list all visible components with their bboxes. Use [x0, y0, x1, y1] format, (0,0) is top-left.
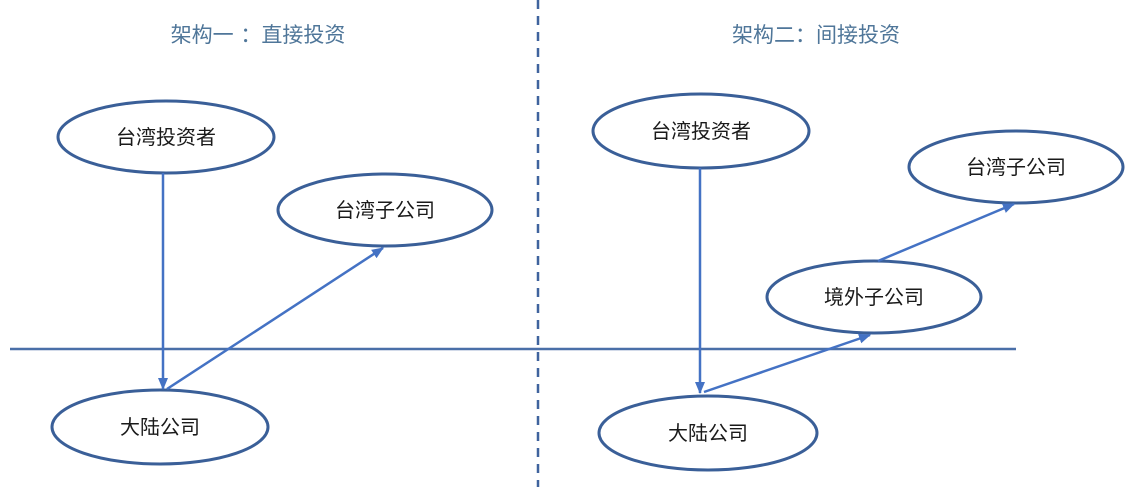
right-node-offshore-subsidiary: 境外子公司	[765, 259, 983, 335]
right-taiwan-investor-label: 台湾投资者	[651, 119, 751, 143]
right-taiwan-subsidiary-label: 台湾子公司	[966, 155, 1066, 179]
left-section-title: 架构一 ：直接投资	[171, 23, 346, 47]
left-taiwan-subsidiary-label: 台湾子公司	[335, 198, 435, 222]
arrow-right-offshore-to-taiwan-subsidiary	[877, 202, 1015, 263]
left-mainland-company-label: 大陆公司	[120, 415, 200, 439]
left-node-taiwan-investor: 台湾投资者	[56, 99, 276, 175]
right-node-taiwan-subsidiary: 台湾子公司	[907, 129, 1125, 205]
right-mainland-company-label: 大陆公司	[668, 421, 748, 445]
right-node-taiwan-investor: 台湾投资者	[591, 92, 811, 170]
arrow-right-mainland-to-offshore	[703, 333, 871, 394]
right-offshore-subsidiary-label: 境外子公司	[824, 285, 924, 309]
left-node-taiwan-subsidiary: 台湾子公司	[276, 172, 494, 248]
right-section-title: 架构二：间接投资	[732, 23, 900, 47]
left-node-mainland-company: 大陆公司	[50, 388, 270, 466]
left-taiwan-investor-label: 台湾投资者	[116, 125, 216, 149]
right-node-mainland-company: 大陆公司	[597, 394, 819, 472]
arrow-left-mainland-to-taiwan-subsidiary	[166, 246, 384, 391]
